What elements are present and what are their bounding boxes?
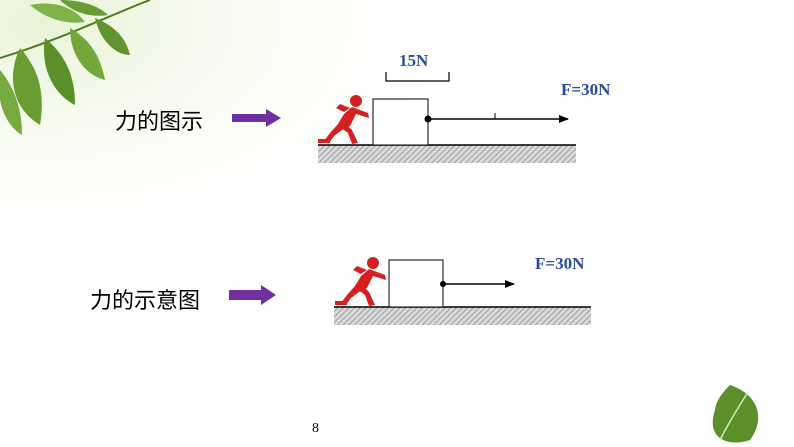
box-1 bbox=[372, 98, 429, 146]
diagram-2-label: 力的示意图 bbox=[90, 289, 201, 314]
label-arrow-2 bbox=[229, 285, 276, 305]
page-number: 8 bbox=[312, 421, 319, 436]
ground-2 bbox=[334, 307, 591, 325]
force-diagram-2 bbox=[229, 257, 591, 325]
scale-label: 15N bbox=[399, 51, 429, 70]
leaf-branch-decoration bbox=[0, 0, 151, 135]
force-label-1: F=30N bbox=[561, 80, 611, 99]
leaf-decoration-bottom-right bbox=[712, 385, 759, 443]
diagram-1-label: 力的图示 bbox=[115, 110, 204, 135]
scale-bracket bbox=[385, 72, 450, 82]
box-2 bbox=[388, 259, 444, 308]
pushing-person-icon-2 bbox=[335, 257, 386, 306]
ground-1 bbox=[318, 145, 576, 163]
force-label-2: F=30N bbox=[535, 254, 585, 273]
pushing-person-icon-1 bbox=[318, 95, 369, 144]
label-arrow-1 bbox=[232, 109, 281, 127]
force-diagram-1 bbox=[232, 72, 576, 163]
